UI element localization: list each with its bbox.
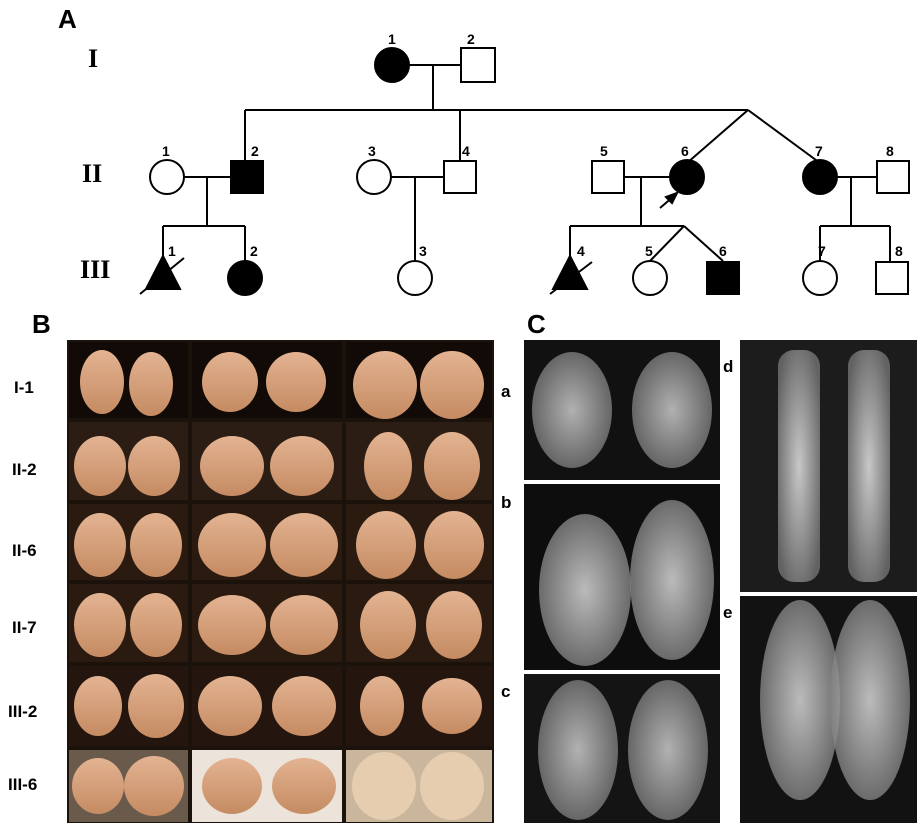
twin-line-iii-6 bbox=[684, 226, 723, 261]
individual-ii-7-affected-female bbox=[803, 160, 837, 194]
xray-label-c: c bbox=[501, 682, 510, 701]
row-label-ii-2: II-2 bbox=[12, 460, 37, 479]
id-iii-8: 8 bbox=[895, 243, 903, 259]
individual-i-1-affected-female bbox=[375, 48, 409, 82]
id-ii-2: 2 bbox=[251, 143, 259, 159]
panel-label-c: C bbox=[527, 309, 546, 339]
individual-ii-2-affected-male bbox=[231, 161, 263, 193]
id-ii-3: 3 bbox=[368, 143, 376, 159]
panel-label-a: A bbox=[58, 4, 77, 34]
xray-d-legs bbox=[740, 340, 917, 592]
individual-i-2-male bbox=[461, 48, 495, 82]
individual-ii-6-affected-female-proband bbox=[670, 160, 704, 194]
individual-ii-4-male bbox=[444, 161, 476, 193]
generation-label-iii: III bbox=[80, 255, 110, 284]
xray-label-b: b bbox=[501, 493, 511, 512]
individual-iii-3-female bbox=[398, 261, 432, 295]
row-label-ii-6: II-6 bbox=[12, 541, 37, 560]
xray-label-a: a bbox=[501, 382, 511, 401]
row-label-iii-6: III-6 bbox=[8, 775, 37, 794]
generation-label-i: I bbox=[88, 44, 98, 73]
individual-iii-2-affected-female bbox=[228, 261, 262, 295]
individual-ii-3-female bbox=[357, 160, 391, 194]
individual-iii-6-affected-male bbox=[707, 262, 739, 294]
row-label-ii-7: II-7 bbox=[12, 618, 37, 637]
individual-iii-8-male bbox=[876, 262, 908, 294]
id-iii-2: 2 bbox=[250, 243, 258, 259]
id-ii-1: 1 bbox=[162, 143, 170, 159]
individual-iii-7-female bbox=[803, 261, 837, 295]
id-iii-1: 1 bbox=[168, 243, 176, 259]
id-iii-4: 4 bbox=[577, 243, 585, 259]
individual-ii-1-female bbox=[150, 160, 184, 194]
pedigree: A I II III 1 2 1 2 3 4 bbox=[58, 4, 909, 295]
individual-iii-5-female bbox=[633, 261, 667, 295]
row-label-i-1: I-1 bbox=[14, 378, 34, 397]
id-iii-6: 6 bbox=[719, 243, 727, 259]
twin-line-iii-5 bbox=[650, 226, 684, 261]
id-iii-7: 7 bbox=[818, 243, 826, 259]
id-iii-3: 3 bbox=[419, 243, 427, 259]
xray-label-e: e bbox=[723, 603, 732, 622]
id-i-2: 2 bbox=[467, 31, 475, 47]
radiographs: C a b c d e bbox=[501, 309, 917, 823]
individual-ii-8-male bbox=[877, 161, 909, 193]
id-ii-7: 7 bbox=[815, 143, 823, 159]
twin-line-ii-7 bbox=[748, 110, 820, 163]
panel-label-b: B bbox=[32, 309, 51, 339]
xray-label-d: d bbox=[723, 357, 733, 376]
row-label-iii-2: III-2 bbox=[8, 702, 37, 721]
clinical-photos: B I-1 II-2 II-6 II-7 III-2 III-6 bbox=[8, 309, 494, 823]
id-ii-6: 6 bbox=[681, 143, 689, 159]
individual-iii-4-affected-miscarriage bbox=[553, 256, 587, 289]
individual-ii-5-male bbox=[592, 161, 624, 193]
twin-line-ii-6 bbox=[687, 110, 748, 163]
id-i-1: 1 bbox=[388, 31, 396, 47]
generation-label-ii: II bbox=[82, 159, 102, 188]
id-iii-5: 5 bbox=[645, 243, 653, 259]
id-ii-4: 4 bbox=[462, 143, 470, 159]
id-ii-8: 8 bbox=[886, 143, 894, 159]
id-ii-5: 5 bbox=[600, 143, 608, 159]
